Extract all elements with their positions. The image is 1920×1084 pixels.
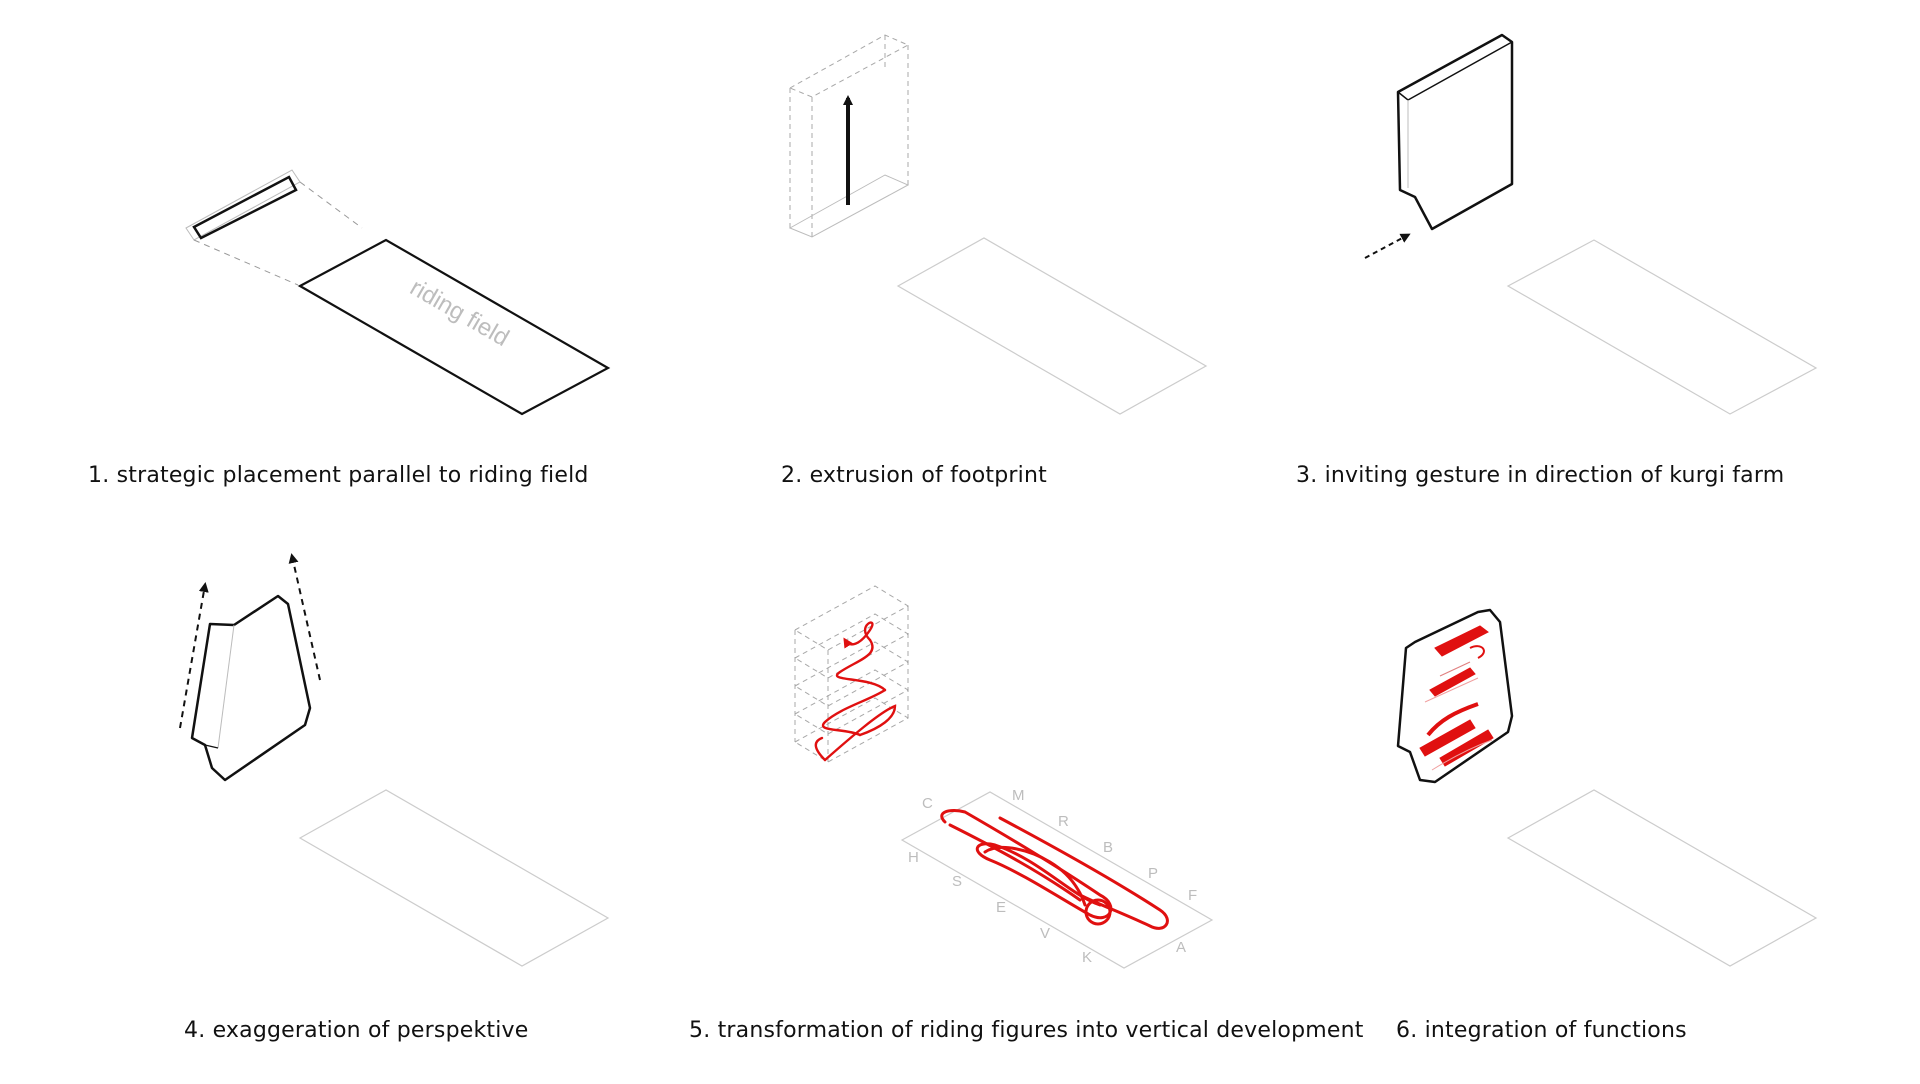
arena-letter-s: S: [952, 873, 962, 890]
panel-2-extrusion: [788, 34, 1208, 415]
riding-field: [297, 238, 611, 416]
footprint: [192, 175, 298, 240]
panel-4-perspective: [179, 553, 610, 967]
arena-letter-e: E: [996, 899, 1006, 916]
arena-letter-k: K: [1082, 949, 1092, 966]
panel-3-gesture: [1364, 33, 1818, 415]
caption-step-1: 1. strategic placement parallel to ridin…: [88, 463, 589, 488]
perspective-arrow-left: [179, 582, 209, 729]
vertical-figures: [814, 621, 897, 762]
arena-letter-f: F: [1188, 887, 1197, 904]
gesture-arrow: [1364, 233, 1411, 259]
tapered-volume: [190, 594, 312, 782]
footprint-base: [788, 174, 910, 238]
caption-step-3: 3. inviting gesture in direction of kurg…: [1296, 463, 1785, 488]
panel-1-placement: riding field: [185, 169, 611, 416]
arena-letter-r: R: [1058, 813, 1069, 830]
riding-field-label: riding field: [405, 274, 513, 352]
arena-letter-b: B: [1103, 839, 1113, 856]
caption-step-4: 4. exaggeration of perspektive: [184, 1018, 529, 1043]
panel-5-riding-figures: C M R B P F H S E V K A: [794, 585, 1214, 969]
riding-field-faint-6: [1506, 789, 1818, 967]
arena-letter-p: P: [1148, 865, 1158, 882]
arena-letter-c: C: [922, 795, 933, 812]
extruded-volume: [1396, 33, 1514, 231]
functions: [1419, 625, 1494, 771]
projection-line-top: [299, 181, 363, 229]
arena-letters: C M R B P F H S E V K A: [908, 787, 1197, 966]
riding-field-faint: [896, 237, 1208, 415]
caption-step-2: 2. extrusion of footprint: [781, 463, 1047, 488]
arena-letter-a: A: [1176, 939, 1186, 956]
arena-letter-m: M: [1012, 787, 1025, 804]
stacked-levels: [794, 585, 909, 763]
riding-field-faint-4: [298, 789, 610, 967]
caption-step-6: 6. integration of functions: [1396, 1018, 1687, 1043]
caption-step-5: 5. transformation of riding figures into…: [689, 1018, 1364, 1043]
riding-arena: [900, 791, 1214, 969]
panel-6-integration: [1396, 608, 1818, 967]
projection-line-bottom: [193, 239, 299, 286]
arena-letter-h: H: [908, 849, 919, 866]
arena-letter-v: V: [1040, 925, 1050, 942]
riding-field-faint-3: [1506, 239, 1818, 415]
riding-figure-path: [940, 808, 1169, 930]
